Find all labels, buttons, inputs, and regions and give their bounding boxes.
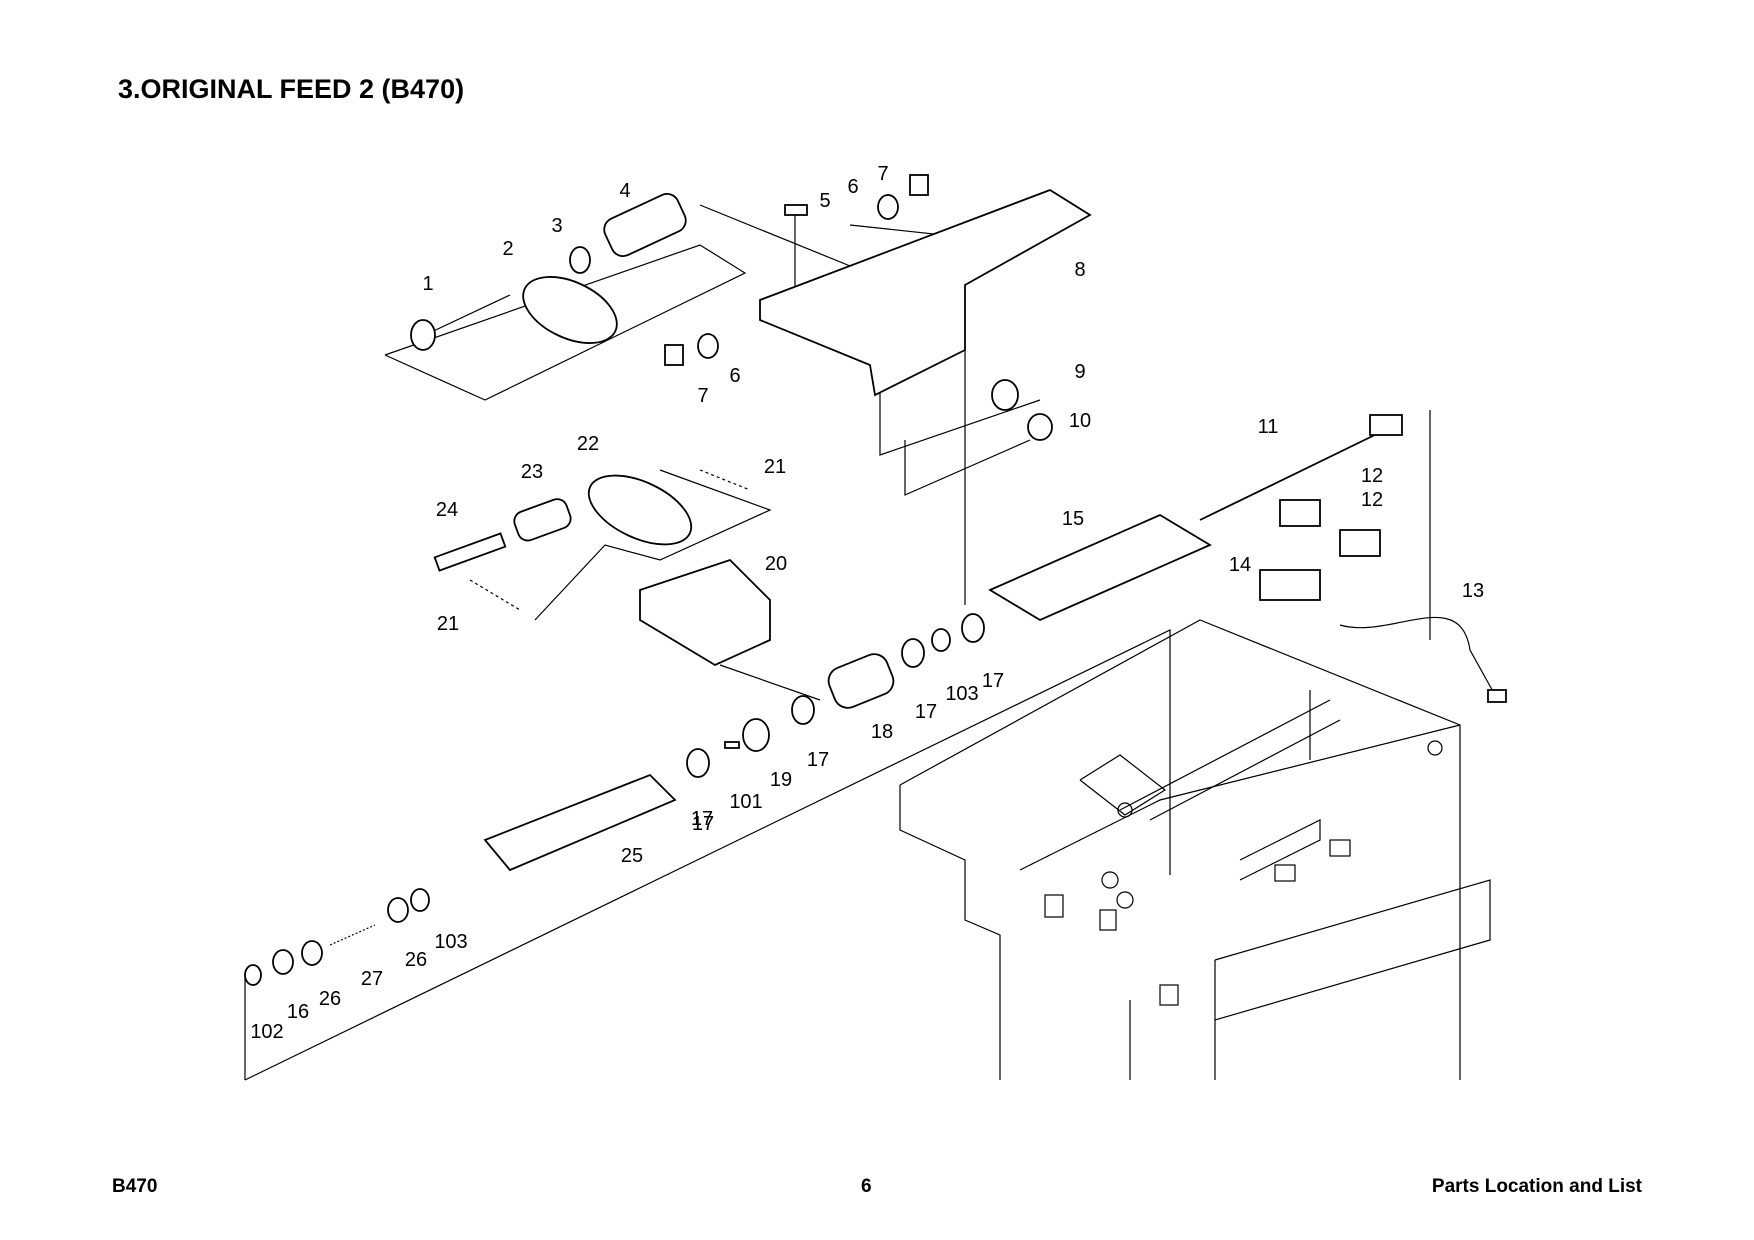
callout-label-20: 20	[765, 553, 787, 575]
spring-part-27	[329, 924, 376, 946]
callout-label-17: 17	[915, 701, 937, 723]
roller-part-18	[827, 653, 895, 709]
roller-part-23	[513, 498, 572, 542]
callout-label-24: 24	[436, 499, 458, 521]
callout-label-26: 26	[319, 988, 341, 1010]
lower-assembly-lines	[244, 410, 1431, 1081]
collar-part-16	[272, 949, 294, 975]
e-ring-part-102	[244, 964, 262, 986]
main-frame	[899, 619, 1491, 1080]
washer-part-26	[301, 897, 409, 966]
callout-label-23: 23	[521, 461, 543, 483]
roller-part-4	[603, 193, 687, 257]
spring-part-21	[469, 469, 751, 611]
footer-page-number: 6	[861, 1176, 872, 1197]
callout-label-5: 5	[819, 190, 830, 212]
page-title: 3.ORIGINAL FEED 2 (B470)	[118, 74, 465, 104]
callout-label-9: 9	[1074, 361, 1085, 383]
callout-label-26: 26	[405, 949, 427, 971]
gear-shaft-part-1	[410, 294, 511, 351]
callout-label-17: 17	[807, 749, 829, 771]
callout-label-6: 6	[729, 365, 740, 387]
guide-part-15	[988, 513, 1212, 622]
callout-label-22: 22	[577, 433, 599, 455]
callout-label-17: 17	[691, 808, 713, 830]
callout-label-12: 12	[1361, 489, 1383, 511]
callout-label-8: 8	[1074, 259, 1085, 281]
callout-label-17: 17	[982, 670, 1004, 692]
callout-label-17: 17	[692, 813, 714, 835]
callout-label-2: 2	[502, 238, 513, 260]
callout-label-15: 15	[1062, 508, 1084, 530]
callout-label-101: 101	[729, 791, 762, 813]
callout-label-21: 21	[764, 456, 786, 478]
callout-label-19: 19	[770, 769, 792, 791]
callout-label-16: 16	[287, 1001, 309, 1023]
callout-label-1: 1	[422, 273, 433, 295]
callout-label-6: 6	[847, 176, 858, 198]
gear-part-19	[742, 718, 770, 752]
callout-label-18: 18	[871, 721, 893, 743]
callout-label-11: 11	[1258, 416, 1279, 438]
callout-label-4: 4	[619, 180, 630, 202]
bushing-part-6	[697, 194, 899, 359]
clip-part-7	[664, 174, 929, 366]
callout-label-12: 12	[1361, 465, 1383, 487]
callout-label-13: 13	[1462, 580, 1484, 602]
callout-label-103: 103	[434, 931, 467, 953]
washer-part-3	[569, 246, 591, 274]
callout-label-102: 102	[250, 1021, 283, 1043]
callout-label-3: 3	[551, 215, 562, 237]
callout-label-27: 27	[361, 968, 383, 990]
callout-label-21: 21	[437, 613, 459, 635]
holder-part-20	[639, 558, 771, 667]
shaft-part-24	[433, 532, 507, 572]
callout-label-25: 25	[621, 845, 643, 867]
belt-part-22	[587, 474, 693, 546]
guide-part-25	[483, 773, 677, 872]
callout-label-14: 14	[1229, 554, 1251, 576]
callout-label-7: 7	[877, 163, 888, 185]
guide-plate-part-8	[759, 189, 1092, 397]
sensor-part-12	[1279, 499, 1381, 557]
harness-part-13	[1339, 616, 1507, 703]
callout-label-7: 7	[697, 385, 708, 407]
label-part-5	[784, 204, 808, 216]
top-assembly-lines	[384, 204, 1041, 605]
bushing-part-17	[686, 613, 985, 778]
belt-part-2	[522, 276, 618, 344]
callout-label-10: 10	[1069, 410, 1091, 432]
footer-model-code: B470	[112, 1176, 158, 1197]
gear-part-10	[1027, 413, 1053, 441]
sensor-part-14	[1259, 569, 1321, 601]
pin-part-101	[724, 741, 740, 749]
footer-section-title: Parts Location and List	[1431, 1176, 1642, 1197]
gear-part-9	[991, 379, 1019, 411]
parts	[244, 174, 1507, 986]
shaft-part-11	[1199, 414, 1403, 521]
callout-label-103: 103	[945, 683, 978, 705]
e-ring-part-103	[410, 628, 951, 912]
